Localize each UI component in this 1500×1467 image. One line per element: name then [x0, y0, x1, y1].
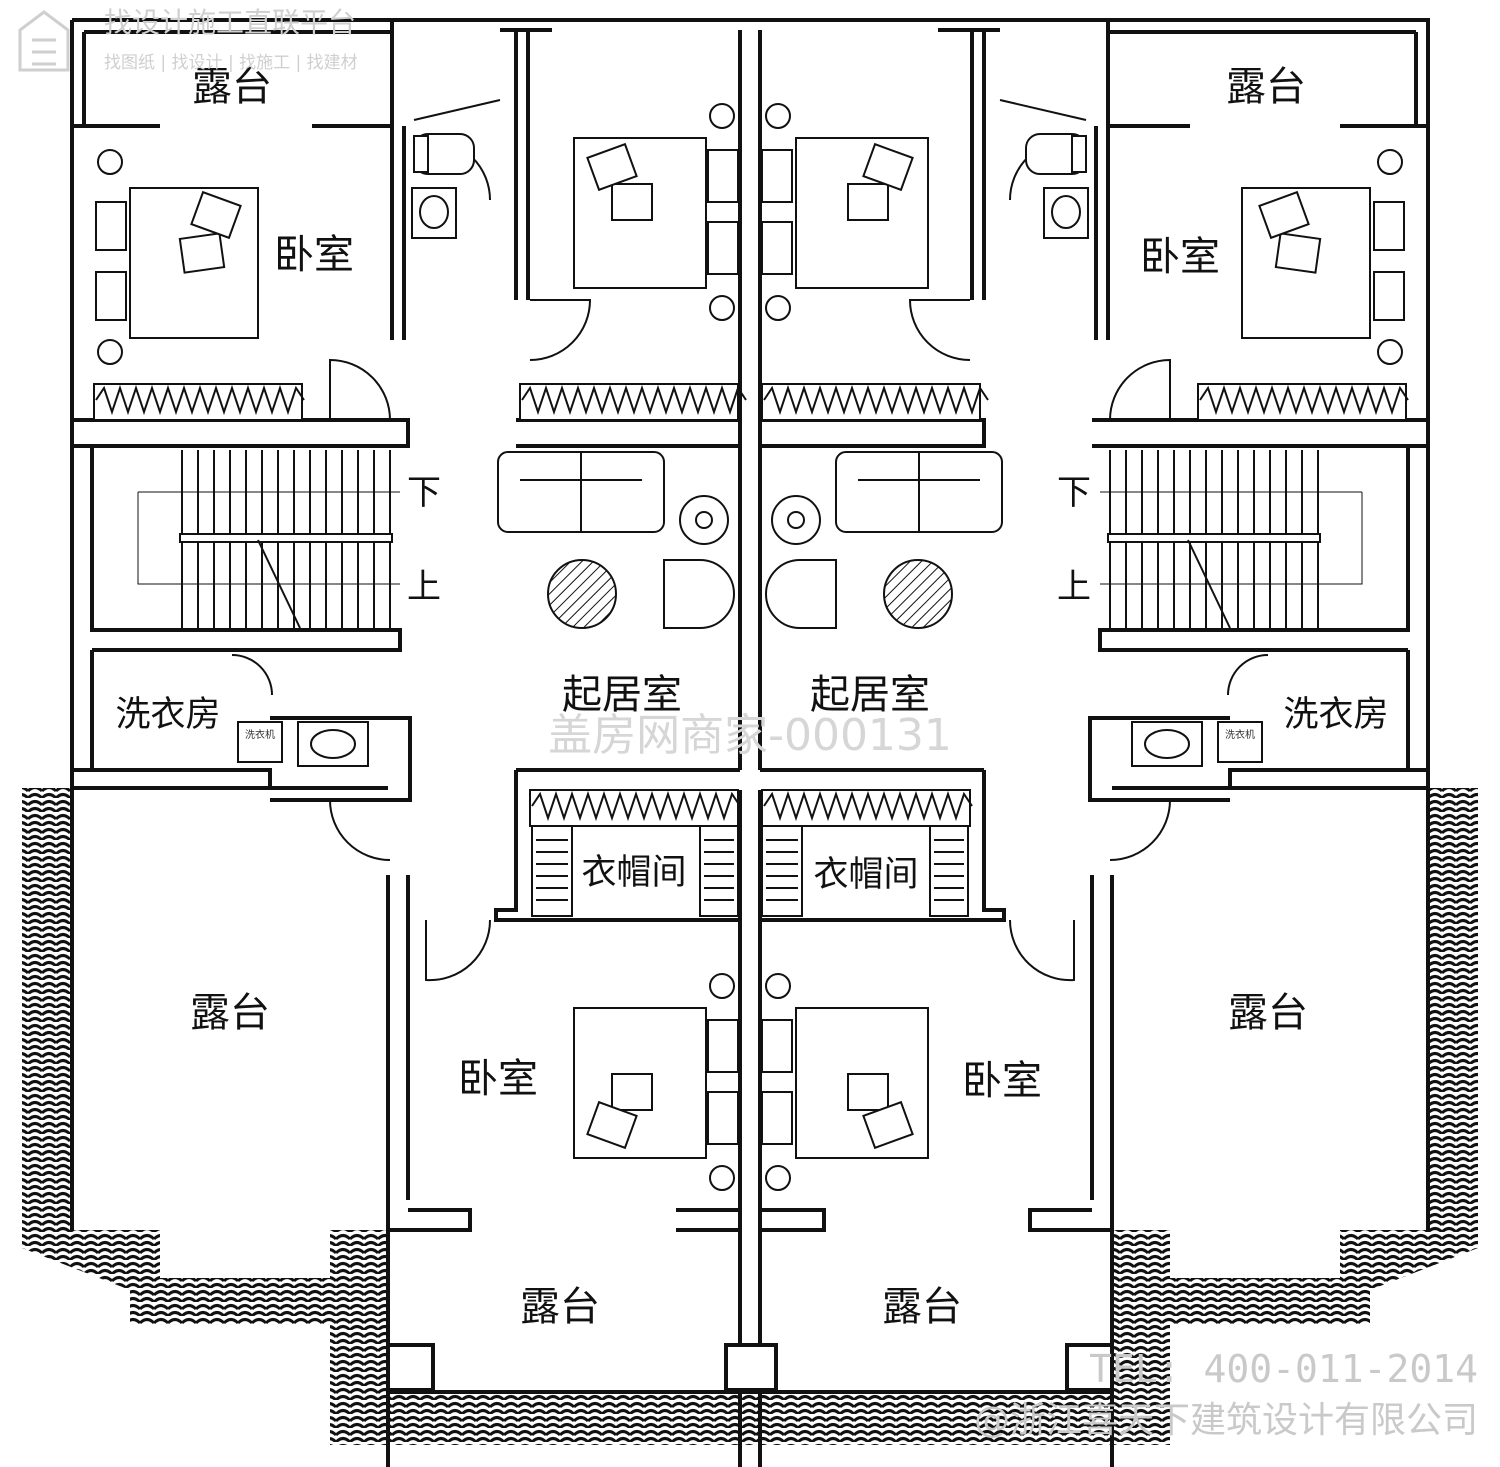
company-watermark: @浙江喜天下建筑设计有限公司	[974, 1400, 1478, 1441]
washer-label-right: 洗衣机	[1225, 728, 1255, 741]
laundry-label-right: 洗衣房	[1283, 695, 1388, 735]
bedroom-label-top-left: 卧室	[274, 232, 354, 278]
terrace-label-top-right: 露台	[1226, 64, 1306, 110]
stairs-right	[1100, 450, 1363, 629]
closet-label-left: 衣帽间	[581, 853, 686, 893]
bedroom-label-bottom-right: 卧室	[962, 1058, 1042, 1104]
wardrobes	[93, 383, 1409, 917]
bed-top-center-left	[573, 103, 739, 321]
bed-bottom-left	[573, 973, 739, 1191]
doors	[231, 139, 1269, 982]
logo-watermark: 找设计施工直联平台 找图纸 | 找设计 | 找施工 | 找建材	[18, 6, 358, 73]
terrace-label-bottom-right: 露台	[882, 1284, 962, 1330]
bed-top-left	[95, 149, 259, 365]
terrace-label-left: 露台	[190, 990, 270, 1036]
logo-subtitle: 找图纸 | 找设计 | 找施工 | 找建材	[104, 53, 358, 73]
terrace-posts	[386, 1343, 1114, 1392]
terrace-label-bottom-left: 露台	[520, 1284, 600, 1330]
center-watermark: 盖房网商家-000131	[548, 710, 952, 761]
bedroom-label-top-right: 卧室	[1140, 234, 1220, 280]
logo-title: 找设计施工直联平台	[104, 6, 356, 39]
terrace-label-right: 露台	[1228, 990, 1308, 1036]
bed-bottom-right	[761, 973, 929, 1191]
bed-top-right	[1241, 149, 1405, 365]
tel-watermark: TEL: 400-011-2014	[1089, 1347, 1478, 1391]
bedroom-label-bottom-left: 卧室	[458, 1056, 538, 1102]
washer-label-left: 洗衣机	[245, 728, 275, 741]
stair-up-label-right: 上	[1057, 567, 1091, 607]
roof-tiles	[22, 788, 1478, 1445]
house-logo-icon	[18, 10, 70, 72]
beds	[95, 103, 1405, 1191]
laundry-label-left: 洗衣房	[115, 695, 220, 735]
terrace-label-top-left: 露台	[192, 64, 272, 110]
living-furniture	[497, 451, 1003, 629]
closet-label-right: 衣帽间	[813, 855, 918, 895]
stairs-left	[137, 450, 400, 629]
stair-down-label-left: 下	[407, 473, 441, 513]
walls	[70, 18, 1430, 1467]
stair-down-label-right: 下	[1057, 473, 1091, 513]
living-label-left: 起居室	[562, 672, 682, 718]
living-label-right: 起居室	[810, 672, 930, 718]
laundry-fixtures	[237, 721, 1263, 767]
bathroom-fixtures	[411, 99, 1089, 239]
stair-up-label-left: 上	[407, 567, 441, 607]
bed-top-center-right	[761, 103, 929, 321]
